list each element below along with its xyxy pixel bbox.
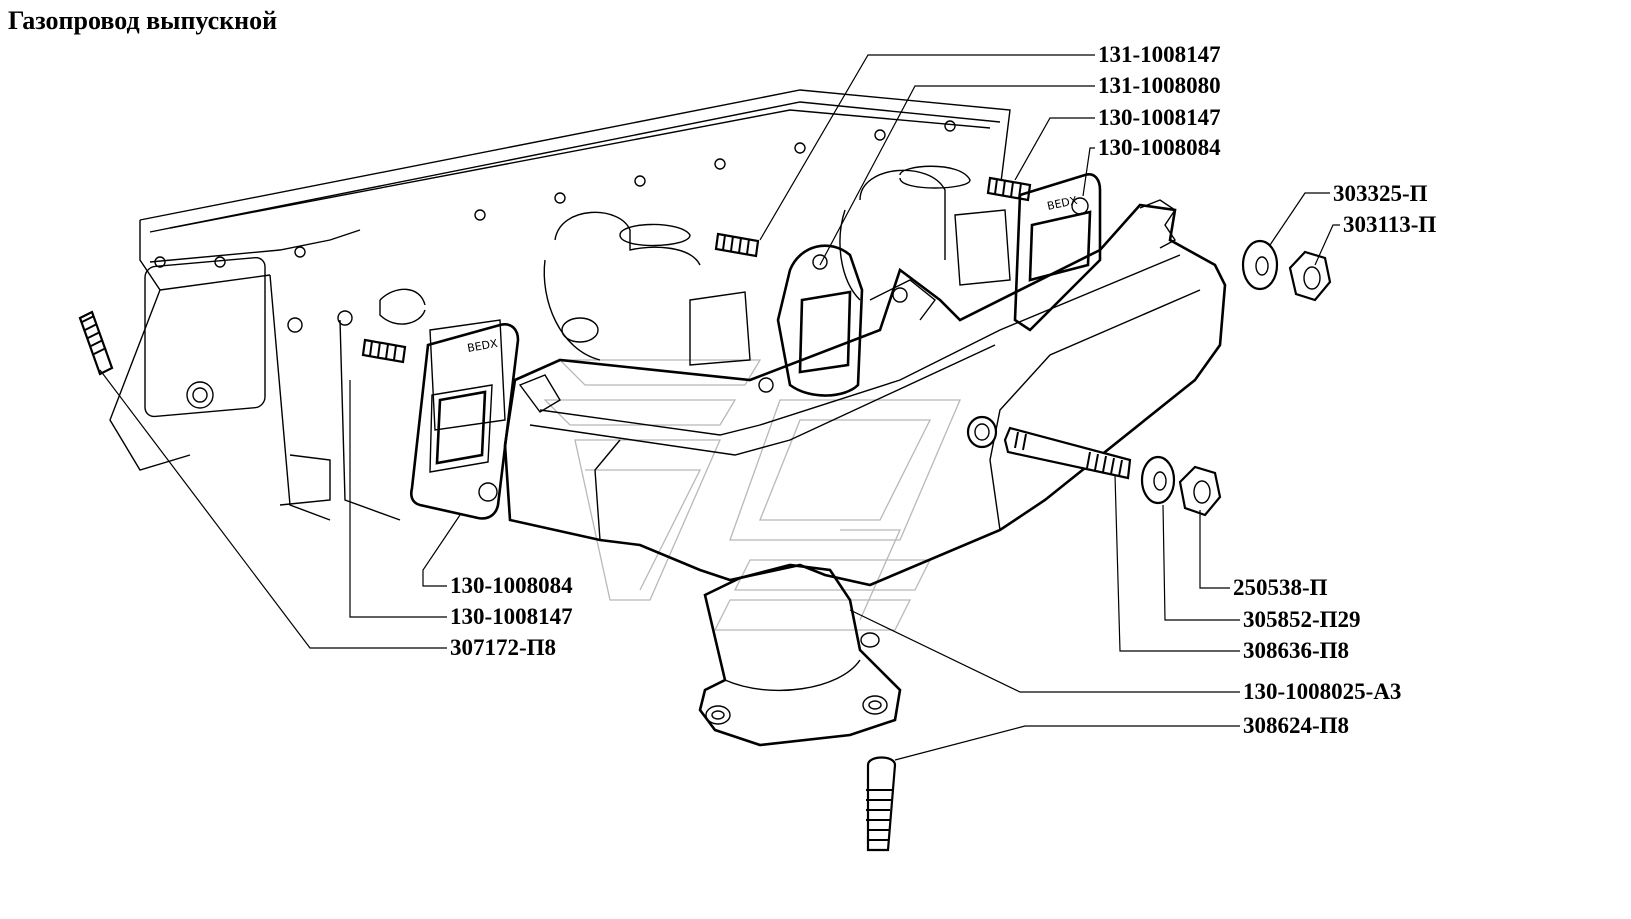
part-label-131-1008080: 131-1008080 — [1098, 73, 1221, 98]
part-label-130-1008147-top: 130-1008147 — [1098, 105, 1221, 130]
part-label-307172: 307172-П8 — [450, 635, 557, 660]
part-label-130-1008084-top: 130-1008084 — [1098, 135, 1221, 160]
stud-307172 — [78, 310, 114, 376]
washer-303325 — [1241, 239, 1279, 291]
gasket-marking-right: BEDX — [1046, 194, 1079, 213]
part-label-130-1008147-bottom: 130-1008147 — [450, 604, 573, 629]
gasket-marking: BEDX — [466, 337, 499, 355]
part-label-250538: 250538-П — [1233, 575, 1328, 600]
leader-lines — [99, 54, 1340, 761]
stud-308624 — [866, 756, 897, 852]
part-label-305852: 305852-П29 — [1243, 607, 1361, 632]
washer-305852 — [1140, 455, 1176, 505]
gasket-center — [776, 244, 864, 397]
stud-left-head — [361, 338, 407, 364]
part-label-130-1008084-bottom: 130-1008084 — [450, 573, 573, 598]
part-label-130-1008025: 130-1008025-А3 — [1243, 679, 1402, 704]
gasket-left: BEDX — [409, 323, 520, 520]
watermark-logo — [543, 359, 961, 631]
cylinder-head — [109, 89, 1011, 521]
part-label-308624: 308624-П8 — [1243, 713, 1350, 738]
nut-250538 — [1178, 465, 1222, 517]
stud-center-head — [714, 232, 760, 258]
stud-right-head — [986, 176, 1032, 202]
bolt-308636 — [1003, 426, 1132, 480]
exhaust-manifold — [503, 199, 1227, 747]
part-label-303325: 303325-П — [1333, 181, 1428, 206]
part-label-303113: 303113-П — [1343, 212, 1437, 237]
gasket-right: BEDX — [1013, 173, 1102, 332]
part-label-308636: 308636-П8 — [1243, 638, 1350, 663]
part-label-131-1008147: 131-1008147 — [1098, 42, 1221, 67]
diagram-title: Газопровод выпускной — [8, 6, 278, 35]
nut-303113 — [1288, 250, 1332, 302]
